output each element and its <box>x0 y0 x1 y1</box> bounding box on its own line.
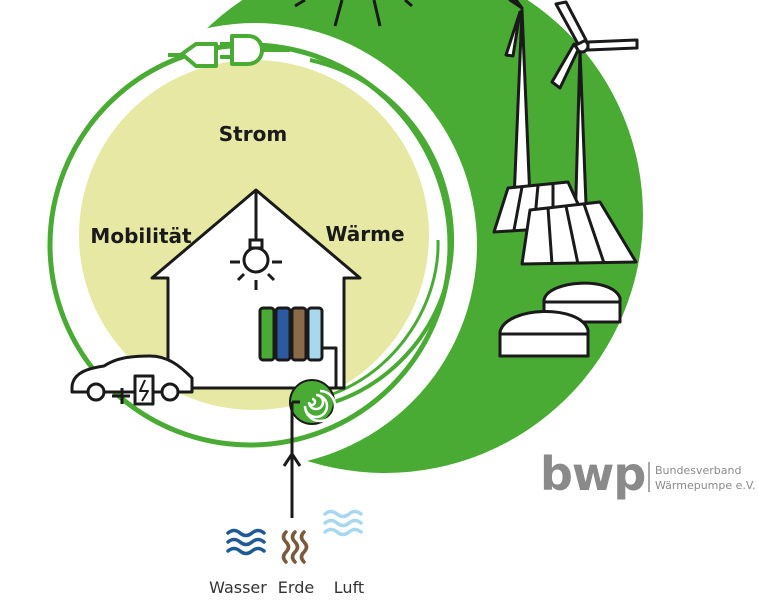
sun-icon <box>294 0 413 27</box>
bwp-logo: bwp Bundesverband Wärmepumpe e.V. <box>540 447 756 501</box>
water-waves-icon <box>226 528 266 556</box>
heat-pump-coil-icon <box>289 379 337 425</box>
plug-icon <box>168 34 290 68</box>
logo-line1: Bundesverband <box>655 464 741 477</box>
logo-line2: Wärmepumpe e.V. <box>655 479 756 492</box>
electric-car-icon <box>70 354 194 406</box>
light-bulb-icon <box>230 238 282 290</box>
ring-swirl-inner <box>329 239 440 397</box>
water-label: Wasser <box>209 578 267 597</box>
earth-label: Erde <box>278 578 314 597</box>
electricity-label: Strom <box>219 122 287 146</box>
heat-label: Wärme <box>325 222 404 246</box>
mobility-label: Mobilität <box>90 224 192 248</box>
biogas-tank-icon <box>498 281 622 358</box>
air-label: Luft <box>334 578 364 597</box>
wind-turbine-icon <box>504 0 639 232</box>
logo-short: bwp <box>540 447 645 501</box>
radiator-icon <box>258 306 338 388</box>
earth-waves-icon <box>281 530 309 564</box>
heat-source-arrow <box>282 400 302 518</box>
ring-swirl <box>305 58 455 410</box>
solar-panel-icon <box>492 180 638 266</box>
air-waves-icon <box>323 509 363 537</box>
